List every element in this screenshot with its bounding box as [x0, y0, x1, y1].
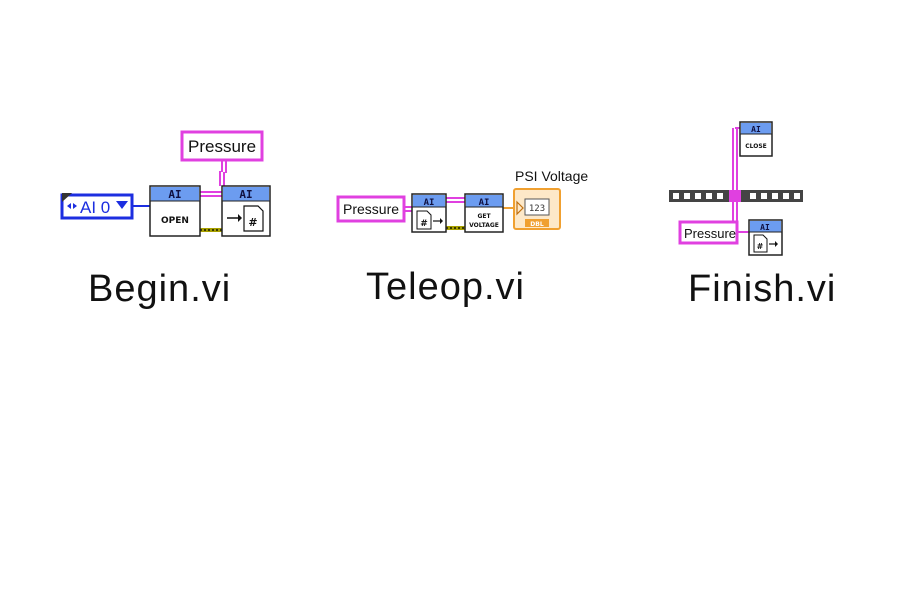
svg-text:#: #	[248, 216, 257, 229]
indicator-label: PSI Voltage	[515, 168, 588, 184]
node-header	[413, 195, 445, 207]
node-function-label: CLOSE	[745, 143, 767, 150]
channel-value: AI 0	[80, 198, 110, 217]
teleop-vi-caption: Teleop.vi	[366, 266, 525, 308]
document-to-arrow-icon: #	[416, 210, 443, 230]
ai-read-refnum-node[interactable]: AI #	[411, 193, 447, 233]
refnum-wire	[200, 191, 222, 197]
ai-read-refnum-node[interactable]: AI #	[748, 219, 783, 256]
node-header-label: AI	[760, 223, 770, 232]
document-to-arrow-icon: #	[753, 234, 778, 253]
node-header	[466, 195, 502, 207]
ai-write-refnum-node[interactable]: AI #	[221, 185, 271, 237]
left-arrow-icon	[67, 203, 71, 209]
node-header-label: AI	[751, 125, 761, 134]
finish-vi-diagram: AI CLOSE Pressure AI #	[669, 121, 803, 256]
node-header-label: AI	[239, 188, 252, 201]
node-header-label: AI	[424, 198, 435, 208]
variable-label: Pressure	[188, 137, 256, 156]
refnum-wire-vertical	[732, 127, 749, 233]
input-arrow-icon	[516, 200, 524, 216]
ai-close-node[interactable]: AI CLOSE	[739, 121, 773, 157]
teleop-vi-diagram: Pressure AI # AI GET VOLTAGE PSI Voltage	[336, 168, 588, 233]
ai-channel-constant[interactable]: AI 0	[60, 193, 134, 220]
node-header	[741, 123, 771, 134]
finish-vi-caption: Finish.vi	[688, 268, 837, 310]
node-header	[750, 221, 781, 232]
node-function-label: OPEN	[161, 216, 189, 226]
begin-vi-caption: Begin.vi	[88, 268, 232, 310]
numeric-display: 123	[529, 204, 545, 214]
pressure-variable[interactable]: Pressure	[678, 220, 739, 245]
psi-voltage-indicator[interactable]: 123 DBL	[513, 188, 561, 230]
node-function-label: GET	[477, 213, 491, 220]
sequence-frame-border	[669, 190, 803, 202]
ai-get-voltage-node[interactable]: AI GET VOLTAGE	[464, 193, 504, 233]
right-arrow-icon	[73, 203, 77, 209]
begin-vi-diagram: AI 0 AI OPEN AI # Press	[60, 130, 271, 237]
ai-open-node[interactable]: AI OPEN	[149, 185, 201, 237]
pressure-variable[interactable]: Pressure	[336, 195, 406, 223]
variable-label: Pressure	[684, 226, 736, 241]
svg-text:#: #	[757, 242, 764, 251]
node-header-label: AI	[168, 188, 181, 201]
pressure-refnum-wire	[219, 160, 227, 186]
dropdown-arrow-icon[interactable]	[116, 201, 128, 209]
node-function-label: VOLTAGE	[469, 222, 499, 229]
node-header-label: AI	[479, 198, 490, 208]
svg-text:#: #	[420, 219, 428, 229]
corner-marker-icon	[62, 193, 72, 202]
pressure-variable[interactable]: Pressure	[180, 130, 264, 162]
arrow-to-document-icon: #	[227, 205, 264, 232]
variable-label: Pressure	[343, 201, 399, 217]
wire-tunnel	[729, 190, 741, 202]
data-type-label: DBL	[530, 221, 544, 228]
node-header	[151, 187, 199, 201]
node-header	[223, 187, 269, 201]
